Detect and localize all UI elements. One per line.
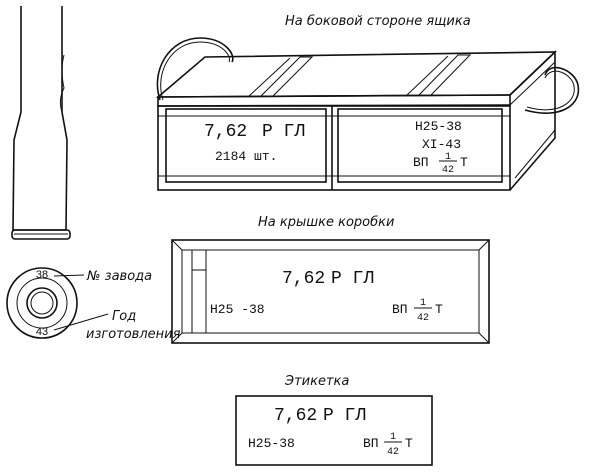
box-lid: 7,62 Р ГЛ Н25 -38 ВП 1 42 Т [171,239,490,344]
crate-powder-suffix: Т [460,155,468,170]
factory-number-label: № завода [86,269,152,284]
crate-powder-prefix: ВП [413,155,429,170]
headstamp-rim [6,267,78,339]
caption-lid: На крышке коробки [258,215,394,230]
caption-label: Этикетка [284,374,349,389]
lid-outer-frame [171,239,490,344]
primer-pocket [26,287,58,319]
headstamp-year-number: 43 [36,326,48,338]
label-lot-number: Н25-38 [248,436,295,451]
cartridge-case [11,6,71,240]
lid-caliber: 7,62 [282,269,325,289]
lid-powder-denominator: 42 [417,313,429,324]
crate-powder-numerator: 1 [445,152,451,163]
left-rope-handle [156,37,234,101]
lid-ammo-type: Р ГЛ [331,269,374,289]
crate-caliber: 7,62 [204,122,247,142]
lid-powder-prefix: ВП [392,302,408,317]
lid-powder-suffix: Т [435,302,443,317]
lid-powder-numerator: 1 [420,298,426,309]
label-powder-prefix: ВП [363,436,379,451]
crate-count: 2184 шт. [215,149,277,164]
year-label-line1: Год [112,309,136,324]
caption-box-side: На боковой стороне ящика [285,14,471,29]
right-rope-handle [524,66,580,114]
year-label-line2: изготовления [86,327,181,342]
label-powder-suffix: Т [405,436,413,451]
crate-left-panel [165,108,327,183]
label-powder-numerator: 1 [390,432,396,443]
crate-manufacture-date: XI-43 [422,137,461,152]
crate-front-face [157,105,511,191]
label-powder-denominator: 42 [387,447,399,458]
ammo-crate: 7,62 Р ГЛ 2184 шт. Н25-38 XI-43 ВП 1 42 … [155,37,580,191]
crate-right-panel [337,108,503,183]
crate-lot-number: Н25-38 [415,119,462,134]
lid-lot-number: Н25 -38 [210,302,265,317]
crate-ammo-type: Р ГЛ [262,122,305,142]
crate-powder-denominator: 42 [442,165,454,176]
headstamp-factory-number: 38 [36,269,48,281]
headstamp: 38 43 № завода Год изготовления [6,267,181,342]
label-card-frame [235,395,433,466]
label-card: 7,62 Р ГЛ Н25-38 ВП 1 42 Т [235,395,433,466]
lid-tape-strip [191,249,207,334]
label-caliber: 7,62 [274,406,317,426]
label-ammo-type: Р ГЛ [323,406,366,426]
